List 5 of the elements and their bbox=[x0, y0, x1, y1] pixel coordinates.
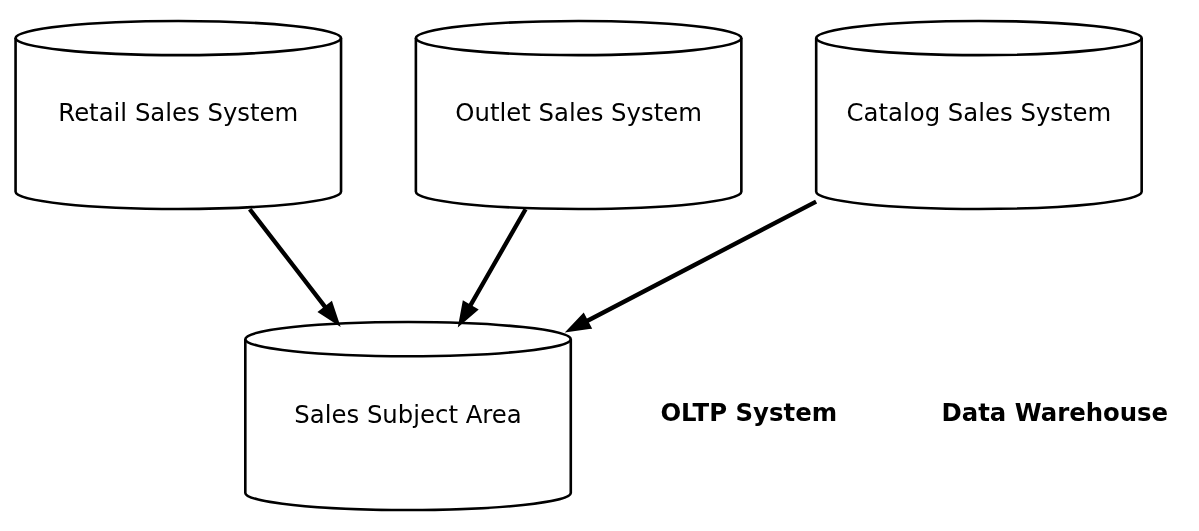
arrow bbox=[457, 208, 528, 328]
arrow bbox=[564, 199, 818, 333]
arrow bbox=[248, 207, 341, 328]
label: OLTP System bbox=[660, 397, 838, 427]
label: Data Warehouse bbox=[941, 397, 1169, 427]
